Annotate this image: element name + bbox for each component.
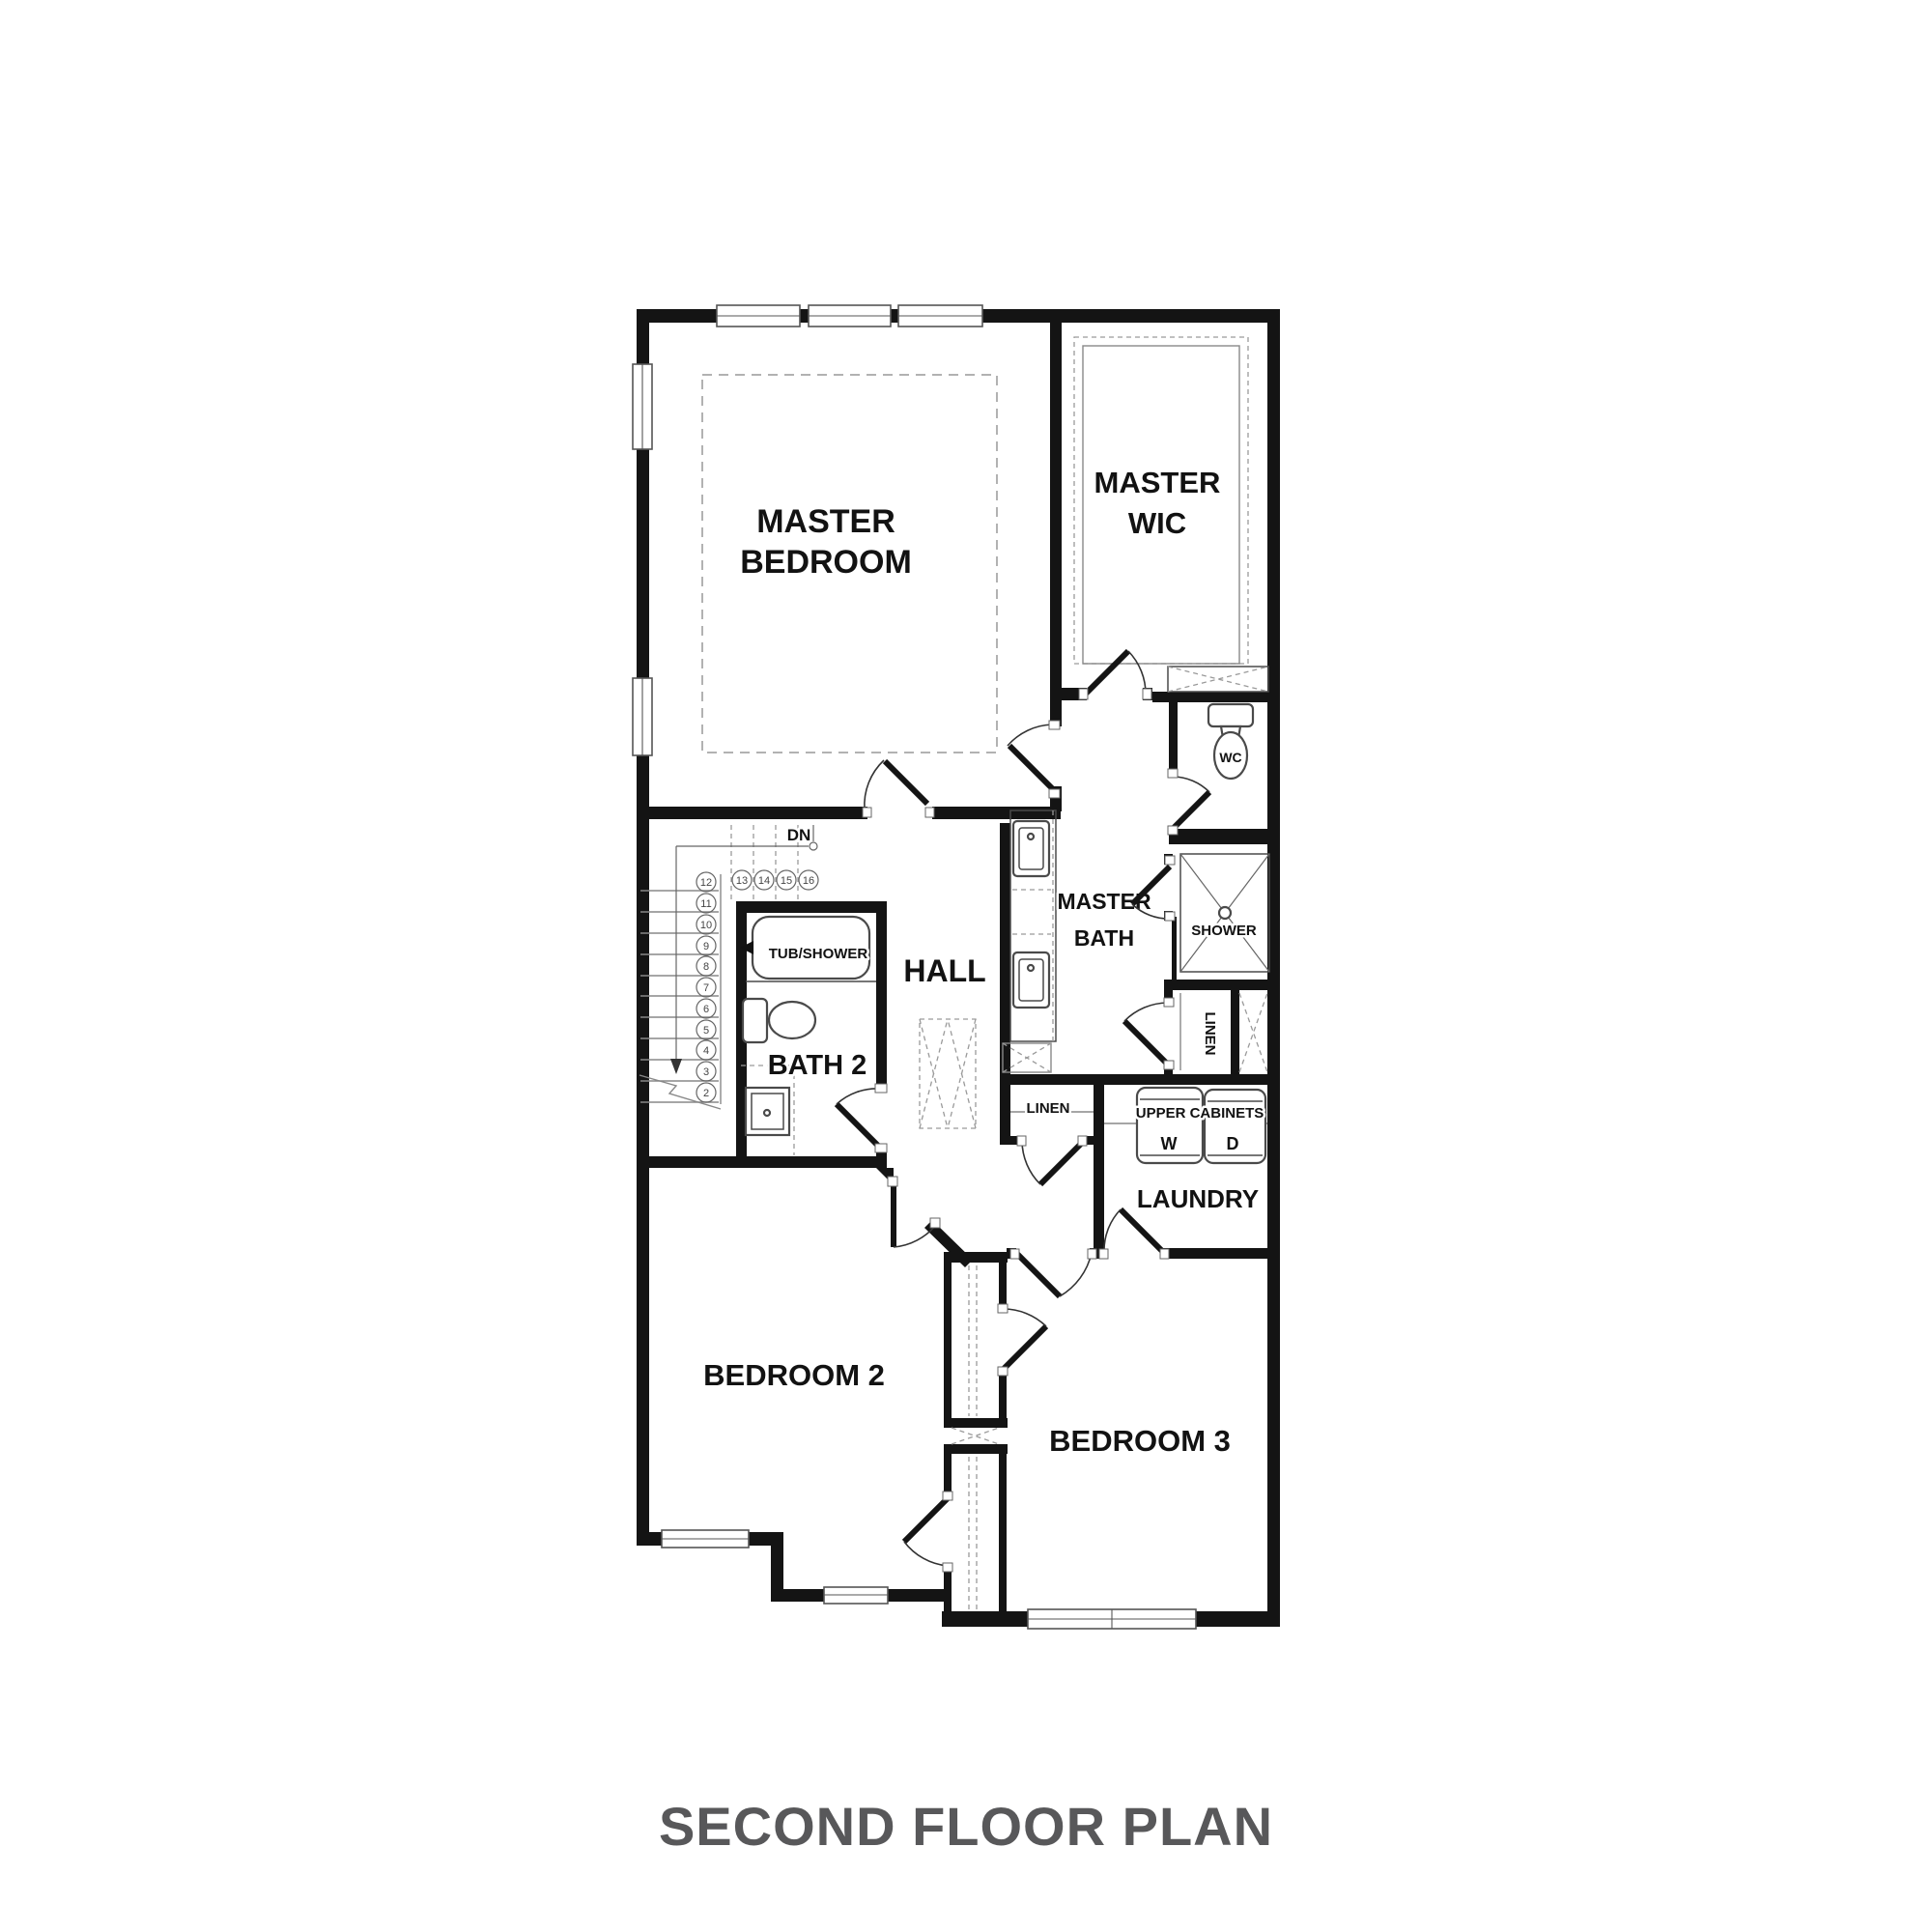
label-master-bath-line2: BATH [1074,925,1134,951]
door-bedroom3 [1009,1248,1097,1299]
wic-shelf-inner [1082,345,1240,665]
svg-text:8: 8 [703,961,709,973]
doors [834,648,1212,1573]
label-tub-shower: TUB/SHOWER [769,946,868,962]
label-bath2: BATH 2 [768,1050,867,1081]
svg-text:2: 2 [703,1088,709,1099]
label-master-bedroom-line2: BEDROOM [740,544,912,581]
svg-text:3: 3 [703,1066,709,1078]
closet-linen-master: LINEN [1179,993,1221,1070]
svg-text:5: 5 [703,1025,709,1037]
room-master-bedroom: MASTER BEDROOM [701,374,998,753]
toilet-icon [741,997,817,1044]
door-master-bedroom-hall [862,758,935,818]
window [1027,1608,1197,1630]
chase-hatch [1002,1042,1052,1073]
window [632,677,653,756]
label-master-bedroom-line1: MASTER [756,503,895,540]
door-linen-master [1122,997,1175,1070]
stair-direction: DN [670,824,818,1074]
svg-text:4: 4 [703,1045,709,1057]
svg-text:15: 15 [781,875,792,887]
door-bath2 [834,1083,888,1153]
wic-cabinet-hatch [1167,666,1269,693]
window [897,304,983,327]
label-linen-master: LINEN [1202,1012,1218,1056]
washer-icon [1135,1086,1205,1165]
svg-text:14: 14 [758,875,770,887]
vanity-sink [741,1065,795,1155]
room-bedroom2: BEDROOM 2 [701,1356,888,1395]
label-upper-cabinets: UPPER CABINETS [1136,1105,1264,1122]
double-vanity [1009,810,1057,1042]
window [661,1529,750,1548]
page-title: SECOND FLOOR PLAN [659,1796,1273,1857]
sink-icon [1011,951,1051,1009]
stairs: DN 2 3 4 5 6 7 8 9 10 11 12 13 14 15 16 [639,824,819,1110]
label-master-wic-line1: MASTER [1094,466,1221,499]
door-bedroom2-closet [901,1491,953,1573]
label-dn: DN [787,826,811,844]
door-shower [1129,855,1176,922]
door-master-wic [1078,648,1152,700]
window [823,1586,889,1605]
fixture-shower: SHOWER [1179,853,1270,973]
window [632,363,653,450]
room-laundry: UPPER CABINETS W D LAUNDRY [1104,1086,1267,1216]
label-master-wic-line2: WIC [1128,506,1186,540]
dryer-icon [1203,1088,1267,1165]
svg-text:11: 11 [700,898,711,910]
door-laundry [1098,1207,1170,1260]
toilet-icon [1207,702,1255,781]
svg-text:16: 16 [803,875,814,887]
room-wc: WC [1207,702,1255,781]
door-master-suite-entry [1007,720,1061,799]
window [808,304,892,327]
label-linen-hall: LINEN [1027,1100,1070,1117]
room-bath2: TUB/SHOWER BATH 2 [740,915,876,1155]
label-laundry: LAUNDRY [1137,1184,1259,1213]
svg-text:10: 10 [700,920,712,931]
wic-shelf-outline [1073,336,1249,665]
bedroom-closets [951,1265,1000,1609]
door-wc [1167,768,1212,836]
label-bedroom2: BEDROOM 2 [703,1358,885,1392]
label-wc: WC [1219,750,1241,765]
door-bedroom2 [887,1176,941,1248]
label-washer: W [1161,1134,1178,1153]
room-master-wic: MASTER WIC [1073,336,1269,693]
door-linen-hall [1016,1135,1088,1187]
stair-riser-numbers: 2 3 4 5 6 7 8 9 10 11 12 13 14 15 16 [696,869,819,1103]
chase-hatch [1238,992,1268,1073]
room-bedroom3: BEDROOM 3 [1047,1422,1234,1461]
down-arrow-icon [670,1059,682,1074]
door-bedroom3-closet [997,1303,1049,1377]
svg-text:13: 13 [736,875,748,887]
sink-icon [1011,819,1051,878]
label-dryer: D [1227,1134,1239,1153]
shower-drain-icon [1217,905,1233,921]
svg-text:12: 12 [700,877,712,889]
svg-text:7: 7 [703,982,709,994]
ceiling-outline [701,374,998,753]
svg-text:6: 6 [703,1004,709,1015]
tub-shower-arrow-icon [740,941,753,954]
room-hall: HALL [901,952,988,1129]
label-shower: SHOWER [1191,923,1257,939]
windows [632,304,1197,1630]
room-master-bath: MASTER BATH [1002,810,1153,1073]
closet-linen-hall: LINEN [1010,1098,1094,1120]
chase-hatch [951,1427,1000,1445]
label-bedroom3: BEDROOM 3 [1049,1424,1231,1458]
label-hall: HALL [903,953,985,988]
window [716,304,801,327]
svg-text:9: 9 [703,941,709,952]
attic-access-icon [919,1018,977,1129]
